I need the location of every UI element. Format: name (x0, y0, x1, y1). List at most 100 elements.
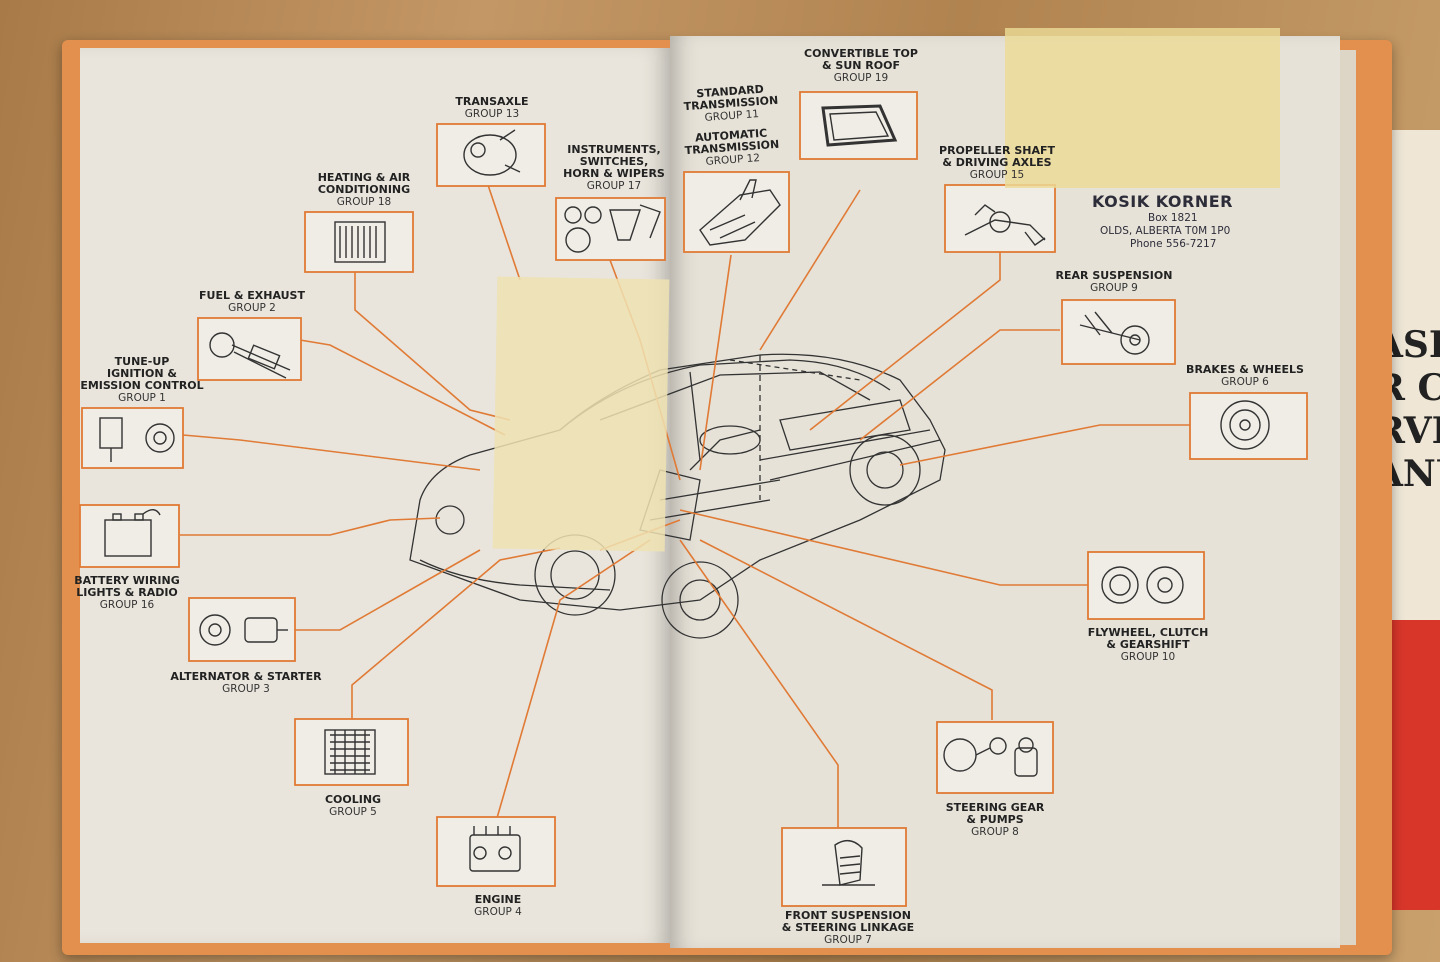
label-front-title-1: FRONT SUSPENSION (784, 909, 911, 922)
label-automatic: AUTOMATIC TRANSMISSION GROUP 12 (684, 127, 781, 170)
label-battery-title-1: BATTERY WIRING (74, 574, 180, 587)
transmission-icon (699, 179, 781, 246)
label-convertible-title-2: & SUN ROOF (821, 59, 900, 72)
label-front-title-2: & STEERING LINKAGE (781, 921, 915, 934)
label-heating-title-1: HEATING & AIR (317, 171, 411, 184)
battery-icon (104, 509, 161, 557)
alternator-icon (199, 614, 288, 646)
label-steering-group: GROUP 8 (971, 826, 1019, 838)
stamp-box: Box 1821 (1148, 212, 1198, 224)
label-battery-group: GROUP 16 (99, 599, 155, 611)
label-engine: ENGINE GROUP 4 (474, 893, 522, 919)
stamp-phone: Phone 556-7217 (1130, 238, 1217, 250)
label-fuel-title: FUEL & EXHAUST (199, 289, 305, 302)
car-cutaway-drawing (409, 353, 946, 639)
box-engine (436, 816, 556, 887)
transaxle-icon (463, 129, 521, 176)
label-instruments-title-3: HORN & WIPERS (563, 167, 665, 180)
label-propeller-title-2: & DRIVING AXLES (942, 156, 1052, 169)
label-brakes-title: BRAKES & WHEELS (1186, 363, 1304, 376)
label-convertible: CONVERTIBLE TOP & SUN ROOF GROUP 19 (804, 47, 918, 85)
masking-tape-center (492, 276, 670, 552)
sunroof-icon (821, 104, 898, 147)
part-illustrations (99, 104, 1270, 886)
label-battery: BATTERY WIRING LIGHTS & RADIO GROUP 16 (74, 574, 180, 612)
label-front-group: GROUP 7 (824, 934, 872, 946)
label-flywheel-group: GROUP 10 (1120, 651, 1176, 663)
masking-tape-top-right (1005, 28, 1280, 188)
label-alternator-group: GROUP 3 (222, 683, 270, 695)
distributor-icon (99, 417, 175, 462)
box-convertible (799, 91, 918, 160)
label-cooling-title: COOLING (324, 793, 382, 806)
label-flywheel-title-2: & GEARSHIFT (1106, 638, 1190, 651)
box-fuel (197, 317, 302, 381)
box-rear (1061, 299, 1176, 365)
label-front: FRONT SUSPENSION & STEERING LINKAGE GROU… (781, 909, 915, 947)
box-automatic (683, 171, 790, 253)
label-tuneup: TUNE-UP IGNITION & EMISSION CONTROL GROU… (80, 355, 204, 405)
label-fuel-group: GROUP 2 (228, 302, 276, 314)
manual-red-band (1385, 620, 1440, 910)
label-instruments-title-2: SWITCHES, (579, 155, 649, 168)
label-cooling-group: GROUP 5 (329, 806, 377, 818)
drive-axle-icon (964, 204, 1046, 246)
flywheel-icon (1101, 566, 1184, 604)
label-rear: REAR SUSPENSION GROUP 9 (1055, 269, 1173, 295)
label-heating: HEATING & AIR CONDITIONING GROUP 18 (317, 171, 411, 209)
label-transaxle-title: TRANSAXLE (455, 95, 529, 108)
radiator-icon (324, 729, 376, 775)
label-propeller: PROPELLER SHAFT & DRIVING AXLES GROUP 15 (939, 144, 1055, 182)
label-tuneup-group: GROUP 1 (118, 392, 166, 404)
label-instruments: INSTRUMENTS, SWITCHES, HORN & WIPERS GRO… (563, 143, 665, 193)
label-transaxle: TRANSAXLE GROUP 13 (455, 95, 529, 121)
box-battery (79, 504, 180, 568)
label-steering: STEERING GEAR & PUMPS GROUP 8 (945, 801, 1045, 839)
dealer-stamp: KOSIK KORNER Box 1821 OLDS, ALBERTA T0M … (1082, 188, 1267, 258)
box-front (781, 827, 907, 907)
label-steering-title-2: & PUMPS (966, 813, 1024, 826)
box-steering (936, 721, 1054, 794)
box-brakes (1189, 392, 1308, 460)
label-convertible-group: GROUP 19 (833, 72, 889, 84)
label-propeller-group: GROUP 15 (969, 169, 1025, 181)
gauges-icon (564, 204, 661, 253)
label-flywheel-title-1: FLYWHEEL, CLUTCH (1087, 626, 1209, 639)
label-instruments-title-1: INSTRUMENTS, (567, 143, 661, 156)
label-battery-title-2: LIGHTS & RADIO (76, 586, 178, 599)
steering-pump-icon (943, 737, 1038, 777)
box-tuneup (81, 407, 184, 469)
exhaust-icon (209, 332, 291, 379)
rear-suspension-icon (1079, 311, 1150, 355)
box-propeller (944, 184, 1056, 253)
label-cooling: COOLING GROUP 5 (324, 793, 382, 819)
box-transaxle (436, 123, 546, 187)
box-heating (304, 211, 414, 273)
label-alternator-title: ALTERNATOR & STARTER (170, 670, 322, 683)
label-rear-group: GROUP 9 (1090, 282, 1138, 294)
engine-icon (469, 826, 521, 872)
label-engine-title: ENGINE (474, 893, 522, 906)
front-suspension-icon (822, 840, 875, 886)
label-heating-group: GROUP 18 (336, 196, 392, 208)
label-brakes: BRAKES & WHEELS GROUP 6 (1186, 363, 1304, 389)
label-flywheel: FLYWHEEL, CLUTCH & GEARSHIFT GROUP 10 (1087, 626, 1209, 664)
brake-drum-icon (1220, 400, 1270, 450)
label-alternator: ALTERNATOR & STARTER GROUP 3 (170, 670, 322, 696)
label-convertible-title-1: CONVERTIBLE TOP (804, 47, 918, 60)
label-tuneup-title-1: TUNE-UP (114, 355, 170, 368)
stamp-city: OLDS, ALBERTA T0M 1P0 (1100, 225, 1231, 237)
label-tuneup-title-3: EMISSION CONTROL (80, 379, 204, 392)
label-brakes-group: GROUP 6 (1221, 376, 1269, 388)
stamp-name: KOSIK KORNER (1092, 192, 1233, 211)
label-propeller-title-1: PROPELLER SHAFT (939, 144, 1055, 157)
label-instruments-group: GROUP 17 (586, 180, 642, 192)
label-transaxle-group: GROUP 13 (464, 108, 520, 120)
label-heating-title-2: CONDITIONING (317, 183, 411, 196)
label-standard: STANDARD TRANSMISSION GROUP 11 (683, 83, 780, 126)
label-rear-title: REAR SUSPENSION (1055, 269, 1173, 282)
heater-core-icon (334, 221, 386, 263)
label-steering-title-1: STEERING GEAR (945, 801, 1045, 814)
label-engine-group: GROUP 4 (474, 906, 522, 918)
